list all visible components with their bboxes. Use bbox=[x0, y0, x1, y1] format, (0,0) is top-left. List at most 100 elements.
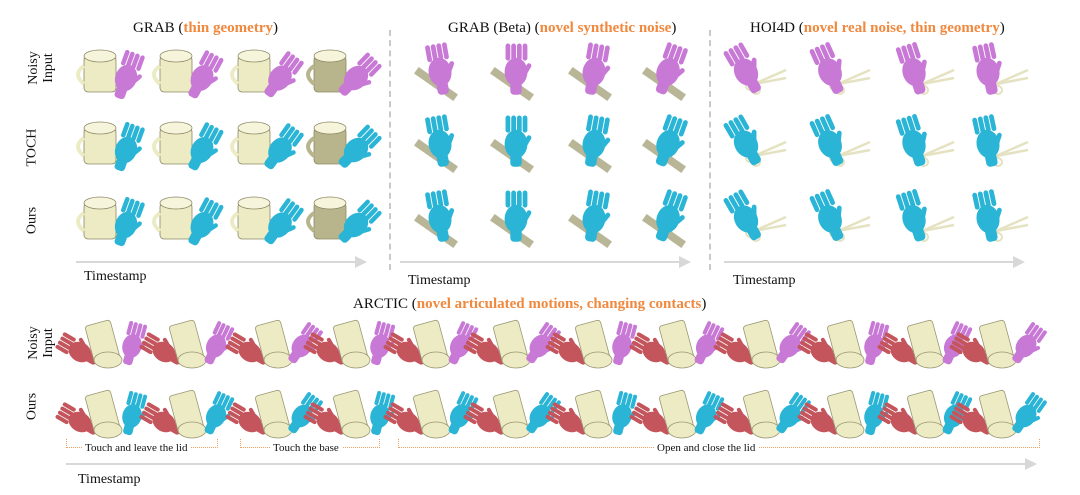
hand-shape bbox=[723, 114, 761, 166]
frame-thumbnail bbox=[568, 42, 612, 102]
frame-thumbnail bbox=[55, 319, 148, 369]
frame-thumbnail bbox=[306, 196, 382, 243]
hand-shape bbox=[713, 402, 756, 435]
frame-thumbnail bbox=[713, 389, 811, 439]
timestamp-arrow-arctic bbox=[66, 463, 1026, 465]
timestamp-arrowhead-2 bbox=[679, 256, 691, 268]
hand-shape bbox=[895, 113, 927, 167]
frame-thumbnail bbox=[713, 319, 811, 369]
grab-beta-title: GRAB (Beta) (novel synthetic noise) bbox=[448, 20, 677, 36]
segment-label-2: Touch the base bbox=[270, 442, 342, 454]
hand-shape bbox=[809, 189, 844, 241]
frame-thumbnail bbox=[545, 319, 638, 369]
articulated-box-shape bbox=[743, 319, 781, 369]
articulated-box-shape bbox=[169, 319, 207, 369]
hand-shape bbox=[338, 124, 382, 168]
timestamp-label-arctic: Timestamp bbox=[78, 472, 141, 487]
articulated-box-shape bbox=[827, 389, 865, 439]
frame-thumbnail bbox=[949, 319, 1047, 369]
hand-shape bbox=[655, 42, 688, 95]
hand-shape bbox=[303, 402, 346, 435]
frame-thumbnail bbox=[414, 42, 458, 102]
frame-thumbnail bbox=[490, 115, 534, 174]
articulated-box-shape bbox=[575, 319, 613, 369]
hand-shape bbox=[122, 390, 148, 436]
articulated-box-shape bbox=[907, 319, 945, 369]
timestamp-arrow-2 bbox=[400, 261, 680, 263]
frame-thumbnail bbox=[568, 189, 612, 249]
row-label-noisy-input: Noisy Input bbox=[26, 51, 56, 85]
hand-shape bbox=[204, 321, 235, 365]
mug-shape bbox=[306, 196, 347, 240]
frame-thumbnail bbox=[809, 189, 871, 242]
hand-shape bbox=[225, 402, 268, 435]
frame-thumbnail bbox=[463, 319, 561, 369]
segment-label-1: Touch and leave the lid bbox=[82, 442, 191, 454]
frame-thumbnail bbox=[230, 196, 304, 245]
section-divider-1 bbox=[389, 30, 391, 270]
hand-shape bbox=[864, 320, 890, 366]
hand-shape bbox=[425, 42, 455, 95]
mug-shape bbox=[152, 49, 193, 93]
articulated-box-shape bbox=[659, 389, 697, 439]
frame-thumbnail bbox=[152, 121, 224, 171]
articulated-box-shape bbox=[659, 319, 697, 369]
mug-shape bbox=[76, 121, 117, 165]
timestamp-label-1: Timestamp bbox=[84, 269, 147, 284]
mug-shape bbox=[230, 196, 271, 240]
frame-thumbnail bbox=[642, 189, 688, 249]
frame-thumbnail bbox=[139, 319, 235, 369]
hand-shape bbox=[188, 122, 224, 171]
mug-shape bbox=[230, 121, 271, 165]
arctic-title: ARCTIC (novel articulated motions, chang… bbox=[353, 296, 707, 312]
frame-thumbnail bbox=[306, 121, 382, 168]
hand-shape bbox=[713, 332, 756, 365]
hand-shape bbox=[655, 189, 688, 242]
hand-shape bbox=[1012, 392, 1047, 434]
mug-shape bbox=[230, 49, 271, 93]
frame-thumbnail bbox=[972, 114, 1029, 167]
row-label-noisy-input-arctic: Noisy Input bbox=[26, 326, 56, 360]
hand-shape bbox=[264, 123, 304, 170]
hand-shape bbox=[504, 190, 532, 242]
articulated-box-shape bbox=[255, 389, 293, 439]
frame-thumbnail bbox=[895, 188, 955, 242]
frame-thumbnail bbox=[383, 319, 479, 369]
frame-thumbnail bbox=[972, 42, 1029, 95]
hand-shape bbox=[425, 189, 455, 242]
hand-shape bbox=[55, 402, 98, 435]
frame-thumbnail bbox=[230, 49, 304, 98]
frame-thumbnail bbox=[877, 319, 973, 369]
hand-shape bbox=[264, 51, 304, 98]
frame-thumbnail bbox=[723, 42, 787, 95]
mug-shape bbox=[306, 49, 347, 93]
hand-shape bbox=[582, 189, 611, 242]
mug-shape bbox=[76, 49, 117, 93]
frame-thumbnail bbox=[230, 121, 304, 170]
frame-thumbnail bbox=[414, 114, 458, 174]
timestamp-label-3: Timestamp bbox=[733, 273, 796, 288]
articulated-box-shape bbox=[169, 389, 207, 439]
articulated-box-shape bbox=[979, 389, 1017, 439]
articulated-box-shape bbox=[827, 319, 865, 369]
frame-thumbnail bbox=[568, 114, 612, 174]
timestamp-arrow-1 bbox=[76, 261, 356, 263]
hand-shape bbox=[895, 188, 927, 242]
hand-shape bbox=[809, 114, 844, 166]
hand-shape bbox=[895, 41, 927, 95]
frame-thumbnail bbox=[723, 114, 787, 167]
articulated-box-shape bbox=[979, 319, 1017, 369]
frame-thumbnail bbox=[76, 49, 145, 100]
timestamp-arrowhead-1 bbox=[355, 256, 367, 268]
frame-thumbnail bbox=[895, 41, 955, 95]
frame-thumbnail bbox=[629, 389, 725, 439]
hand-shape bbox=[204, 391, 235, 435]
mug-shape bbox=[152, 121, 193, 165]
hand-shape bbox=[655, 114, 688, 167]
mug-shape bbox=[76, 196, 117, 240]
hand-shape bbox=[797, 402, 840, 435]
hand-shape bbox=[264, 198, 304, 245]
articulated-box-shape bbox=[333, 389, 371, 439]
hand-shape bbox=[582, 114, 611, 167]
frame-thumbnail bbox=[642, 42, 688, 102]
